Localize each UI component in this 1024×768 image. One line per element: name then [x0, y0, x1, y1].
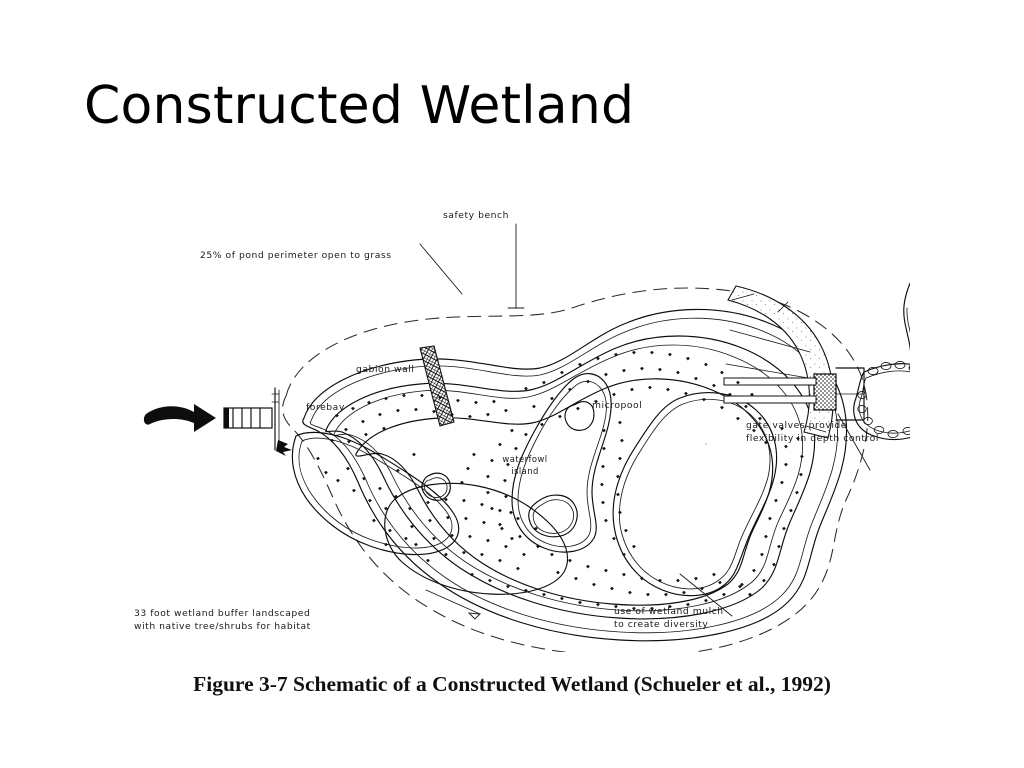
forebay-hummock [421, 472, 451, 501]
deep-marsh-cell [384, 482, 569, 595]
micropool-pool [612, 392, 778, 597]
outlet-pipes [723, 377, 817, 404]
leader-perimeter [419, 243, 463, 295]
outlet-structure [723, 367, 865, 421]
label-waterfowl-island-line1: waterfowl [502, 454, 547, 464]
figure-caption: Figure 3-7 Schematic of a Constructed We… [193, 672, 831, 696]
embankment-berm [725, 285, 834, 439]
marsh-stipple-texture [316, 350, 804, 611]
inflow-arrow-icon [143, 404, 216, 432]
label-mulch-line1: use of wetland mulch [614, 606, 724, 617]
waterfowl-island [511, 373, 612, 553]
label-micropool: micropool [592, 400, 642, 411]
leader-mulch [679, 573, 733, 617]
wetland-schematic-figure: 25% of pond perimeter open to grass safe… [120, 182, 910, 652]
inlet-structure [143, 387, 292, 456]
label-safety-bench: safety bench [443, 210, 509, 221]
leader-buffer [425, 589, 481, 615]
wetland-buffer-boundary [282, 287, 869, 652]
forebay-pool [291, 431, 460, 556]
callout-leaders [419, 223, 871, 620]
inlet-culvert-icon [223, 407, 273, 429]
riprap-outfall-channel [853, 282, 910, 440]
wetland-schematic-svg: 25% of pond perimeter open to grass safe… [134, 210, 910, 652]
leader-gate-valves [837, 413, 871, 471]
label-perimeter-open-to-grass: 25% of pond perimeter open to grass [200, 250, 392, 261]
label-waterfowl-island-line2: island [511, 466, 538, 476]
diagram-labels: 25% of pond perimeter open to grass safe… [134, 210, 879, 632]
label-mulch-line2: to create diversity [614, 619, 708, 630]
label-buffer-line2: with native tree/shrubs for habitat [134, 621, 311, 632]
wetland-mid-contour [355, 378, 774, 606]
wetland-fringe-zone [325, 335, 816, 620]
gate-valve-box [813, 373, 837, 411]
pond-outer-bank [302, 308, 848, 642]
gabion-wall-structure [419, 345, 455, 427]
label-gabion-wall: gabion wall [356, 364, 415, 375]
label-gate-valves-line2: flexibility in depth control [746, 433, 879, 444]
page-title: Constructed Wetland [84, 76, 635, 136]
label-gate-valves-line1: gate valves provide [746, 420, 847, 431]
label-buffer-line1: 33 foot wetland buffer landscaped [134, 608, 310, 619]
label-forebay: forebay [306, 402, 345, 413]
